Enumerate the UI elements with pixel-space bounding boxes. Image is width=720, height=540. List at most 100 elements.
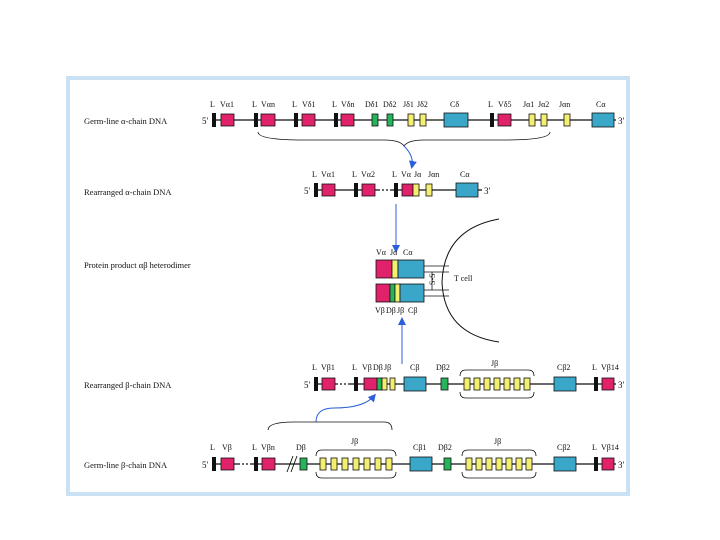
germ-beta-row: 5′ 3′ [202,421,625,479]
protein-heterodimer: T cell S-S Vα Jα Cα Vβ Dβ Jβ Cβ [375,218,500,343]
rearr-beta-j2-7 [523,377,531,391]
rearr-alpha-j [412,183,420,197]
germ-beta-v [220,457,235,471]
germ-beta-j2-1 [465,457,473,471]
germ-beta-j2-3 [485,457,493,471]
germ-alpha-seg-label: Jαn [559,100,570,109]
germ-beta-j2-bracket-top [461,449,537,457]
germ-beta-j1-7 [385,457,393,471]
germ-beta-j1-bracket-bottom [315,471,397,479]
protein-alpha-label: Jα [390,248,398,257]
protein-beta-label: Cβ [408,306,417,315]
rearr-alpha-row: 5′ 3′ L Vα1 L Vα2 L Vα Jα Jαn Cα [304,170,491,198]
figure-frame: Germ-line α-chain DNA Rearranged α-chain… [66,76,630,496]
germ-beta-leader-1 [212,457,216,471]
germ-alpha-3prime: 3′ [618,116,625,126]
protein-alpha-label: Cα [403,248,413,257]
rearr-alpha-seg-label: L [352,170,357,179]
rearr-alpha-leader-2 [354,183,358,197]
rearr-beta-row: 5′ 3′ L Vβ1 L Vβ Dβ Jβ [304,359,625,399]
rearr-beta-j2-4 [493,377,501,391]
germ-alpha-5prime: 5′ [202,116,209,126]
rearr-beta-j2-5 [503,377,511,391]
germ-beta-5prime: 5′ [202,460,209,470]
rearr-beta-3prime: 3′ [618,380,625,390]
protein-alpha-label: Vα [376,248,387,257]
protein-beta-v [375,283,391,303]
germ-beta-j2-bracket-bottom [461,471,537,479]
germ-beta-break-2 [290,455,298,473]
label-rearr-alpha: Rearranged α-chain DNA [84,187,172,197]
germ-alpha-seg-label: Cδ [450,100,459,109]
rearr-alpha-seg-label: L [392,170,397,179]
rearr-alpha-seg-label: Vα2 [361,170,375,179]
rearr-beta-j-extra [389,377,396,391]
rearr-beta-seg-label: Cβ2 [557,363,570,372]
germ-alpha-seg-label: Vδ1 [302,100,316,109]
germ-alpha-c [591,112,615,128]
germ-alpha-seg-label: Vα1 [220,100,234,109]
protein-alpha-c [397,259,425,279]
germ-delta-j2 [419,113,427,127]
germ-delta-leader-1 [294,113,298,127]
germ-alpha-seg-label: Jα2 [538,100,549,109]
protein-alpha-v [375,259,393,279]
rearr-beta-j2-1 [463,377,471,391]
germ-alpha-seg-label: Dδ1 [365,100,379,109]
germ-beta-c2 [553,456,577,472]
protein-beta-label: Dβ [386,306,396,315]
germ-beta-3prime: 3′ [618,460,625,470]
germ-beta-seg-label: Cβ1 [413,443,426,452]
rearr-beta-seg-label: Jβ [384,363,391,372]
germ-alpha-seg-label: Jα1 [523,100,534,109]
rearr-alpha-seg-label: L [312,170,317,179]
rearr-beta-v [363,377,378,391]
protein-beta-j [394,283,401,303]
germ-beta-seg-label: L [210,443,215,452]
germ-beta-j1-bracket-top [315,449,397,457]
germ-beta-j2-4 [495,457,503,471]
arrow-alpha-rearrangement [403,145,417,169]
germ-delta-v5 [497,113,512,127]
germ-beta-seg-label: Dβ2 [438,443,452,452]
germ-beta-brace [267,421,393,431]
germ-beta-j1-2 [330,457,338,471]
rearr-beta-j-bracket-bottom [459,391,535,399]
rearr-beta-j-bracket-top [459,369,535,377]
rearr-beta-seg-label: Dβ [373,363,383,372]
tcr-gene-rearrangement-diagram: Germ-line α-chain DNA Rearranged α-chain… [84,100,625,479]
germ-beta-j2-7 [525,457,533,471]
germ-beta-seg-label: Dβ [296,443,306,452]
protein-beta-d [389,283,396,303]
germ-beta-j2-5 [505,457,513,471]
germ-delta-d1 [371,113,379,127]
germ-beta-j1-4 [352,457,360,471]
germ-beta-vn [261,457,276,471]
germ-alpha-leader-1 [212,113,216,127]
germ-alpha-seg-label: L [332,100,337,109]
rearr-beta-5prime: 5′ [304,380,311,390]
germ-alpha-jn [563,113,571,127]
protein-beta-label: Jβ [397,306,404,315]
germ-delta-vn [340,113,355,127]
label-germ-alpha: Germ-line α-chain DNA [84,116,168,126]
germ-alpha-seg-label: Vαn [261,100,275,109]
germ-beta-j1-3 [341,457,349,471]
protein-beta-label: Vβ [375,306,385,315]
germ-alpha-seg-label: L [488,100,493,109]
germ-alpha-seg-label: L [252,100,257,109]
germ-alpha-vn [260,113,276,127]
germ-beta-j2-cluster [461,449,537,479]
germ-beta-j1-1 [319,457,327,471]
germ-beta-d1 [299,457,308,471]
germ-alpha-v1 [220,113,235,127]
germ-alpha-seg-label: Cα [596,100,606,109]
germ-beta-j1-6 [374,457,382,471]
rearr-beta-seg-label: Vβ14 [601,363,619,372]
rearr-beta-j2-6 [513,377,521,391]
germ-alpha-seg-label: L [292,100,297,109]
germ-beta-seg-label: L [252,443,257,452]
germ-beta-seg-label: Vβ14 [601,443,619,452]
germ-beta-seg-label: Jβ [494,437,501,446]
label-protein: Protein product αβ heterodimer [84,260,191,270]
